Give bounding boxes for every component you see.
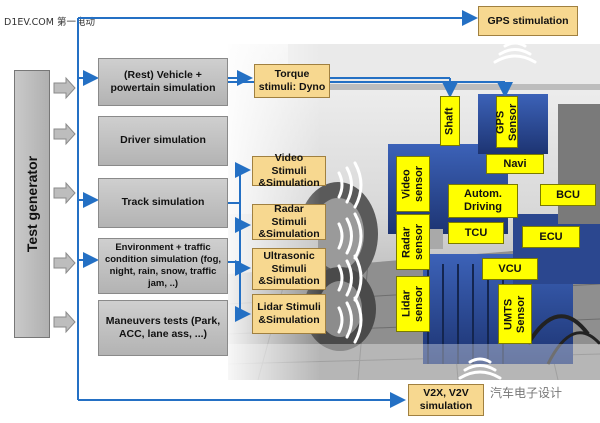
radar-sensor-box: Radar sensor	[396, 214, 430, 270]
top-watermark: D1EV.COM 第一电动	[4, 17, 95, 28]
autom-driving-box: Autom. Driving	[448, 184, 518, 218]
gps-stimulation-box: GPS stimulation	[478, 6, 578, 36]
rest-vehicle-simulation-box: (Rest) Vehicle + powertain simulation	[98, 58, 228, 106]
vcu-box: VCU	[482, 258, 538, 280]
navi-box: Navi	[486, 154, 544, 174]
ecu-box: ECU	[522, 226, 580, 248]
shaft-box: Shaft	[440, 96, 460, 146]
tcu-box: TCU	[448, 222, 504, 244]
lidar-sensor-box: Lidar sensor	[396, 276, 430, 332]
bcu-box: BCU	[540, 184, 596, 206]
gps-sensor-box: GPS Sensor	[494, 96, 519, 148]
lidar-stimuli-box: Lidar Stimuli &Simulation	[252, 294, 326, 334]
environment-simulation-box: Environment + traffic condition simulati…	[98, 238, 228, 294]
video-stimuli-box: Video Stimuli &Simulation	[252, 152, 326, 189]
bottom-watermark: 汽车电子设计	[490, 386, 563, 400]
video-sensor-box: Video sensor	[396, 156, 430, 212]
driver-simulation-box: Driver simulation	[98, 116, 228, 166]
ultrasonic-stimuli-box: Ultrasonic Stimuli &Simulation	[252, 248, 326, 290]
v2x-v2v-simulation-box: V2X, V2V simulation	[408, 384, 484, 416]
test-generator-label: Test generator	[24, 155, 40, 253]
track-simulation-box: Track simulation	[98, 178, 228, 228]
maneuvers-tests-box: Maneuvers tests (Park, ACC, lane ass, ..…	[98, 300, 228, 356]
radar-stimuli-box: Radar Stimuli &Simulation	[252, 203, 326, 240]
torque-stimuli-box: Torque stimuli: Dyno	[254, 64, 330, 98]
umts-sensor-box: UMTS Sensor	[498, 284, 532, 344]
test-generator-box: Test generator	[14, 70, 50, 338]
